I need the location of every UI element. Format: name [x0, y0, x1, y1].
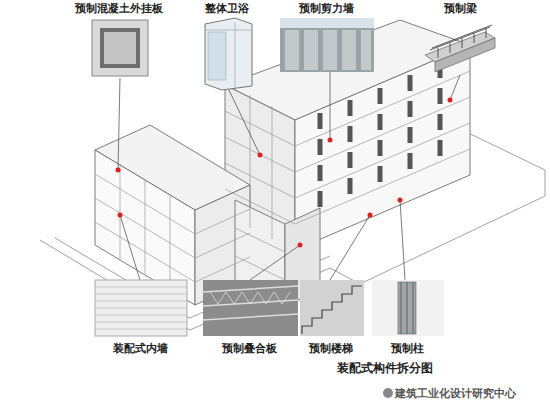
- component-label: 预制剪力墙: [299, 2, 354, 16]
- component-photo-box: 预制柱: [370, 278, 444, 356]
- component-photo-box: 预制叠合板: [200, 278, 298, 356]
- component-photo-box: 预制梁: [415, 2, 505, 77]
- component-photo-box: 装配式内墙: [92, 278, 188, 356]
- component-photo-box: 预制剪力墙: [278, 2, 374, 74]
- component-label: 整体卫浴: [205, 2, 249, 16]
- component-label: 预制楼梯: [309, 342, 353, 356]
- figure-caption: 装配式构件拆分图: [290, 360, 480, 377]
- component-photo-box: 预制混凝土外挂板: [80, 2, 158, 80]
- component-photo-box: 预制楼梯: [298, 278, 364, 356]
- watermark: 建筑工业化设计研究中心: [395, 386, 516, 401]
- component-label: 预制柱: [391, 342, 424, 356]
- component-label: 预制混凝土外挂板: [75, 2, 163, 16]
- component-label: 预制梁: [444, 2, 477, 16]
- component-photo-box: 整体卫浴: [196, 2, 258, 90]
- component-label: 预制叠合板: [222, 342, 277, 356]
- component-label: 装配式内墙: [113, 342, 168, 356]
